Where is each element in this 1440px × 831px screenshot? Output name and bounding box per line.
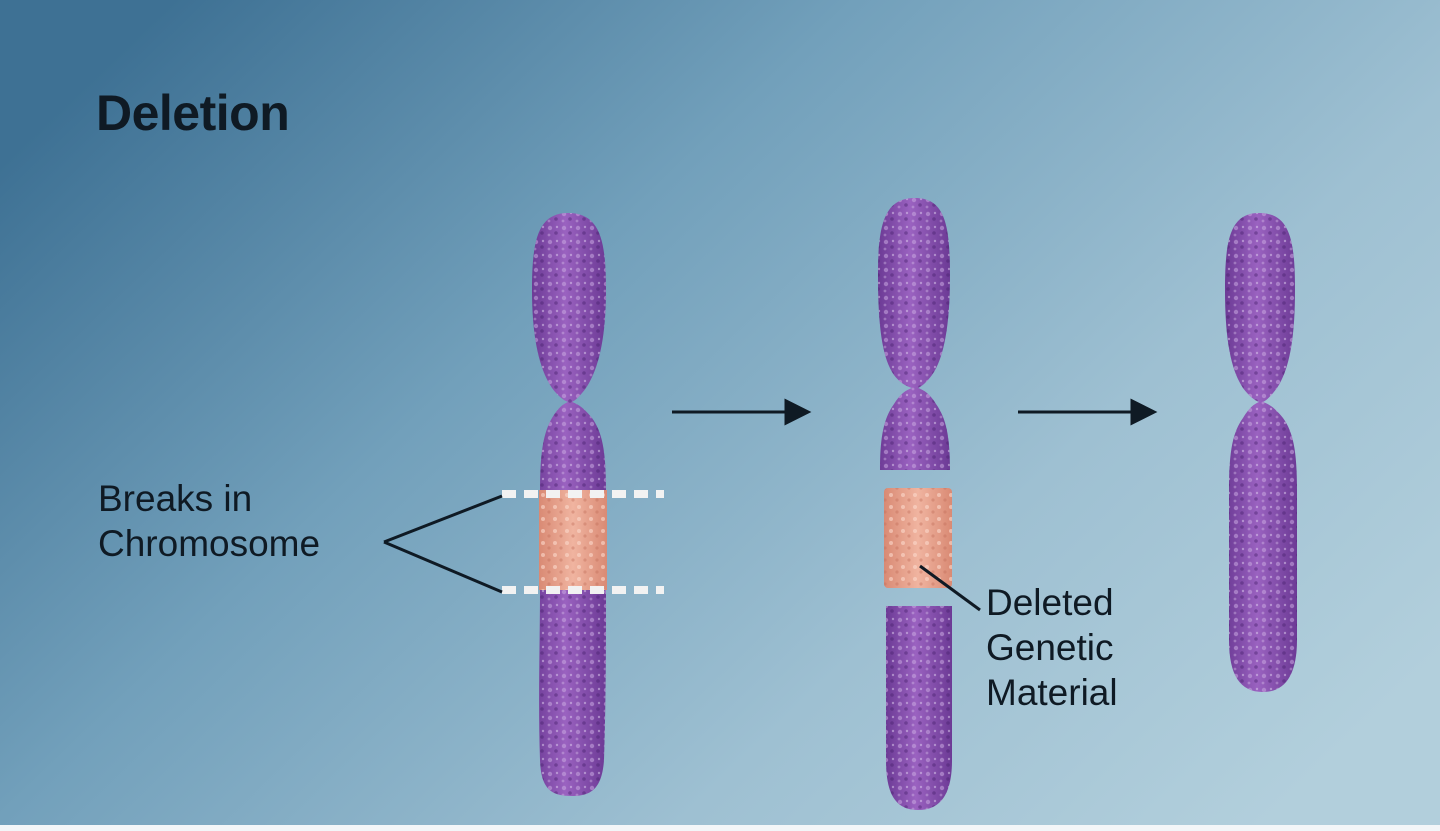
chromosome-result <box>1225 213 1297 692</box>
deleted-genetic-material-label: Deleted Genetic Material <box>986 580 1118 715</box>
deleted-label-line-2: Genetic <box>986 627 1114 668</box>
breaks-label-line-1: Breaks in <box>98 478 253 519</box>
diagram-title: Deletion <box>96 85 290 141</box>
deleted-label-line-3: Material <box>986 672 1118 713</box>
bottom-edge <box>0 825 1440 831</box>
breaks-in-chromosome-label: Breaks in Chromosome <box>98 476 320 566</box>
deleted-label-line-1: Deleted <box>986 582 1114 623</box>
deleted-pointer-line <box>919 564 981 612</box>
breaks-pointer-lines <box>383 494 503 594</box>
breaks-label-line-2: Chromosome <box>98 523 321 564</box>
chromosome-original <box>502 213 664 796</box>
chromosome-broken <box>878 198 952 810</box>
